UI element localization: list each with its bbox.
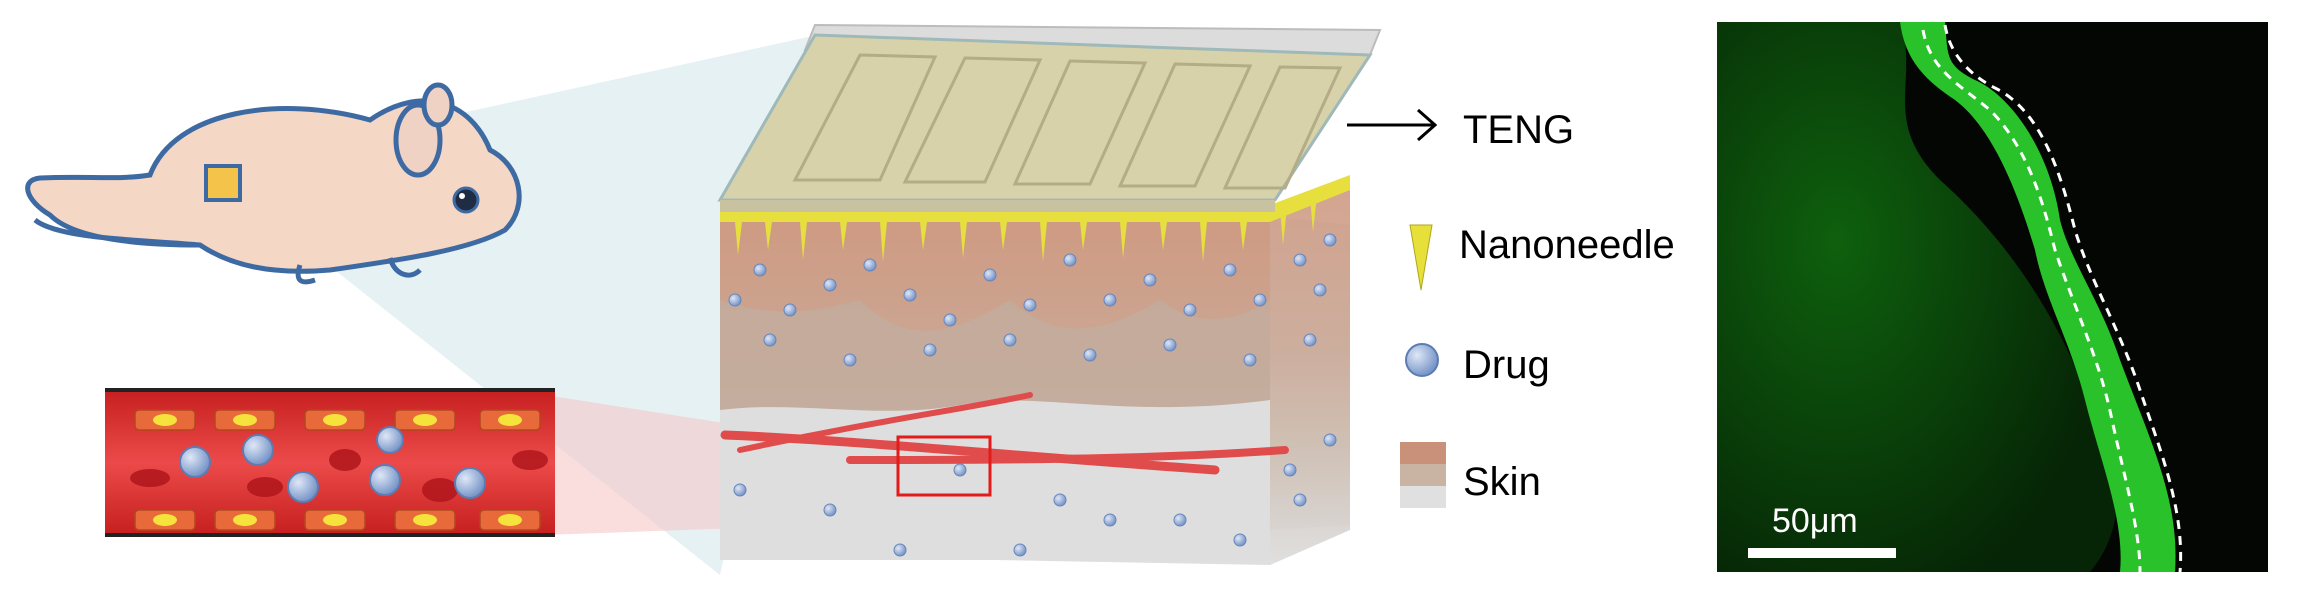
skin-vessel-2 — [737, 392, 1033, 453]
teng-label: TENG — [1463, 108, 1575, 152]
drug-label: Drug — [1463, 343, 1550, 387]
drug-legend-icon — [1405, 343, 1439, 377]
skin-block — [720, 180, 1350, 565]
mouse-illustration — [25, 82, 522, 285]
vessel-highlight-box — [896, 435, 992, 497]
nanoneedle-legend-icon — [1409, 224, 1433, 291]
epidermis-band — [1900, 22, 2176, 572]
skin-vessel-3 — [846, 446, 1289, 464]
blood-vessel-illustration — [105, 388, 555, 537]
skin-vessel-1 — [720, 430, 1220, 475]
skin-label: Skin — [1463, 460, 1541, 504]
fluorescence-micrograph — [1717, 22, 2268, 573]
teng-plate — [717, 23, 1382, 212]
skin-drug-particles — [728, 233, 1337, 557]
skin-legend-icon — [1400, 442, 1446, 508]
teng-arrow — [1347, 108, 1438, 142]
device-site-marker — [204, 164, 242, 202]
scale-bar-label: 50μm — [1772, 502, 1858, 540]
nanoneedle-label: Nanoneedle — [1459, 223, 1675, 267]
scale-bar — [1748, 548, 1896, 558]
